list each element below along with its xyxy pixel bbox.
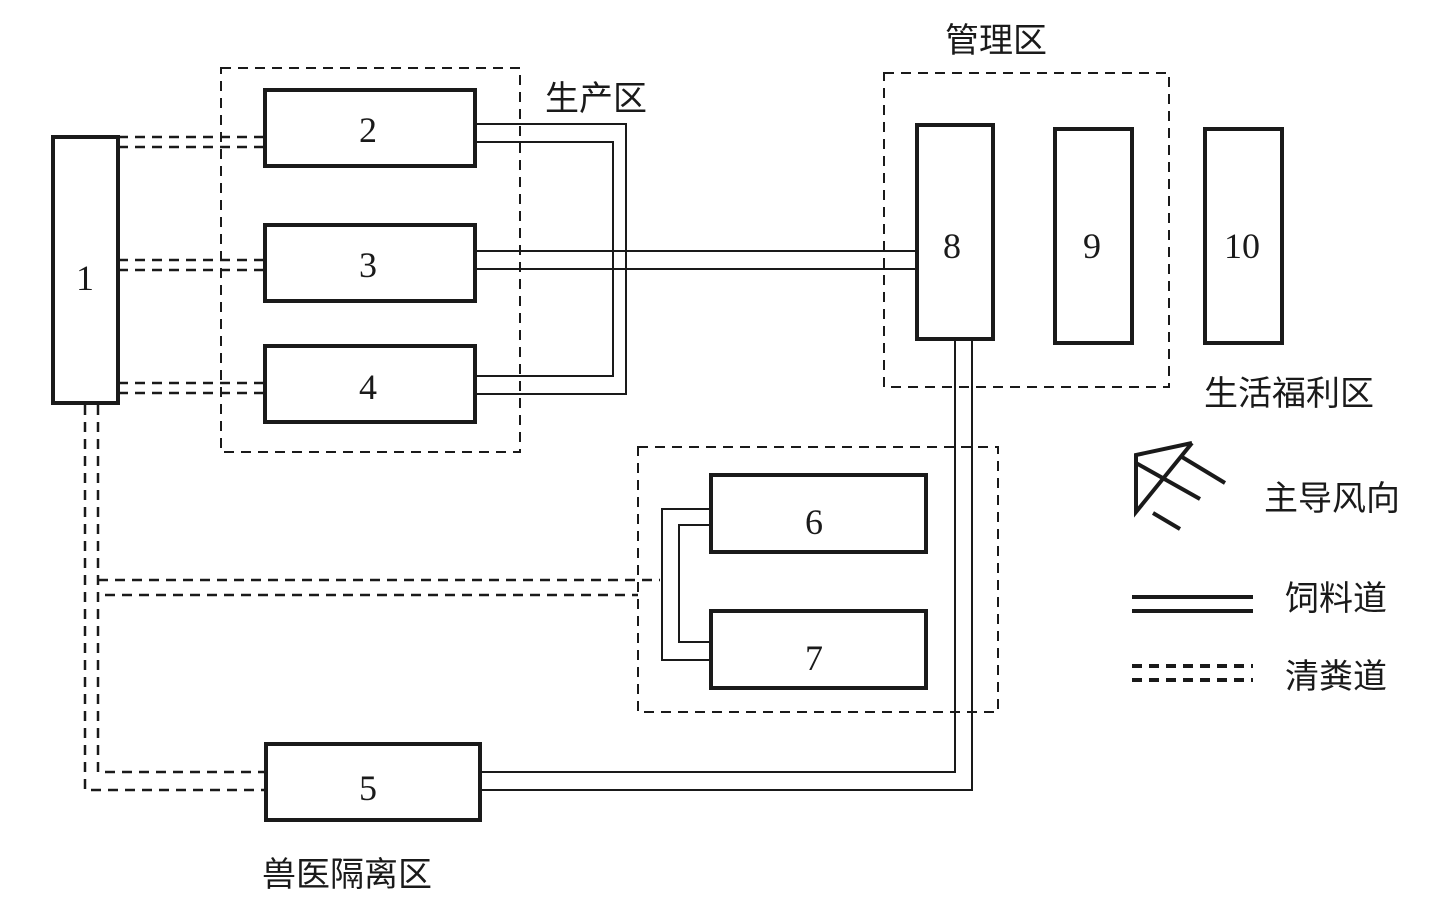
legend-manure-road-icon [1132,664,1253,682]
feed-road-3-8 [475,250,917,270]
legend-manure-road-label: 清粪道 [1285,657,1387,697]
building-9[interactable]: 9 [1053,127,1134,345]
management-zone-label: 管理区 [945,21,1047,61]
legend-wind-label: 主导风向 [1264,479,1400,519]
building-1-label: 1 [76,258,94,298]
building-7[interactable]: 7 [709,609,928,690]
building-4[interactable]: 4 [263,344,477,424]
building-1[interactable]: 1 [51,135,120,405]
manure-road-1-6-7 [98,578,660,597]
feed-road-8-5 [480,339,973,791]
building-2[interactable]: 2 [263,88,477,168]
isolation-zone-boundary [637,446,999,713]
building-9-label: 9 [1083,226,1101,266]
legend-feed-road-label: 饲料道 [1285,579,1387,619]
manure-road-1-5 [83,405,265,792]
management-zone-boundary [883,72,1170,388]
building-10[interactable]: 10 [1203,127,1284,345]
building-7-label: 7 [805,638,823,678]
building-4-label: 4 [359,367,377,407]
wind-direction-icon [1134,441,1227,531]
building-3-label: 3 [359,245,377,285]
building-8-label: 8 [943,226,961,266]
living-zone-label: 生活福利区 [1204,374,1374,414]
production-zone-label: 生产区 [545,79,647,119]
building-2-label: 2 [359,110,377,150]
building-6-label: 6 [805,502,823,542]
legend-feed-road-icon [1132,595,1253,613]
building-8[interactable]: 8 [915,123,995,341]
veterinary-zone-label: 兽医隔离区 [262,855,432,895]
feed-road-2-4-loop [475,123,627,395]
building-3[interactable]: 3 [263,223,477,303]
manure-road-1-2 [118,135,265,149]
building-10-label: 10 [1224,226,1260,266]
building-5[interactable]: 5 [264,742,482,822]
building-6[interactable]: 6 [709,473,928,554]
building-5-label: 5 [359,768,377,808]
feed-road-6-7 [661,508,711,661]
manure-road-1-4 [118,381,265,395]
manure-road-1-3 [118,258,265,272]
